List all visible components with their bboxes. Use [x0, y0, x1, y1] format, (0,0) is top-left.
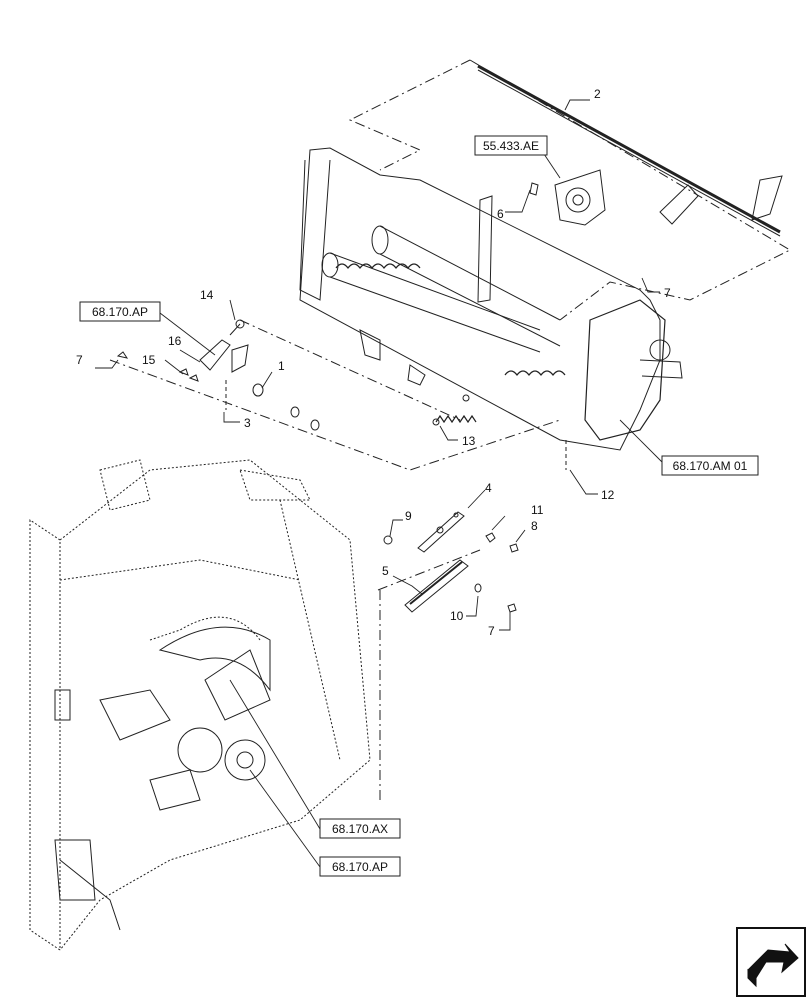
- callout-8: 8: [531, 519, 538, 533]
- link-part-5: [404, 559, 469, 613]
- callout-15: 15: [142, 353, 156, 367]
- spring-part-13: [432, 394, 477, 426]
- baler-side-frame: [29, 459, 371, 951]
- ref-box-68170ap-bottom[interactable]: [319, 856, 401, 877]
- callout-7-bottom: 7: [488, 624, 495, 638]
- callout-16: 16: [168, 334, 182, 348]
- callout-10: 10: [450, 609, 464, 623]
- next-page-arrow-icon[interactable]: [736, 927, 806, 997]
- callout-3: 3: [244, 416, 251, 430]
- ref-68170ap-bottom: 68.170.AP: [332, 860, 388, 874]
- ref-68170ap-top: 68.170.AP: [92, 305, 148, 319]
- callout-7-left: 7: [76, 353, 83, 367]
- callout-2: 2: [594, 87, 601, 101]
- callout-11: 11: [531, 503, 544, 517]
- fasteners-right: [383, 532, 519, 613]
- callout-1: 1: [278, 359, 285, 373]
- ref-55433ae: 55.433.AE: [483, 139, 539, 153]
- ref-box-55433ae[interactable]: [474, 135, 548, 156]
- assembly-line-lower: [377, 549, 481, 800]
- callout-14: 14: [200, 288, 214, 302]
- ref-68170am01: 68.170.AM 01: [673, 459, 748, 473]
- ref-box-68170am01[interactable]: [661, 455, 759, 476]
- ref-box-68170ap-top[interactable]: [79, 301, 161, 322]
- callout-13: 13: [462, 434, 476, 448]
- leader-lines: [95, 99, 663, 868]
- callout-4: 4: [485, 481, 492, 495]
- callout-9: 9: [405, 509, 412, 523]
- callout-6: 6: [497, 207, 504, 221]
- callout-7-top: 7: [664, 286, 671, 300]
- sensor-bracket-assembly: [529, 169, 606, 226]
- rod-part-2: [477, 64, 783, 237]
- callout-5: 5: [382, 564, 389, 578]
- assembly-boundary-left: [109, 319, 561, 471]
- ref-box-68170ax[interactable]: [319, 818, 401, 839]
- assembly-boundary-upper: [348, 59, 792, 321]
- ref-68170ax: 68.170.AX: [332, 822, 388, 836]
- bracket-part-4: [417, 511, 465, 553]
- callout-12: 12: [601, 488, 615, 502]
- header-frame: [299, 147, 683, 451]
- baler-internal-parts: [54, 626, 271, 931]
- lever-parts-left: [116, 319, 320, 431]
